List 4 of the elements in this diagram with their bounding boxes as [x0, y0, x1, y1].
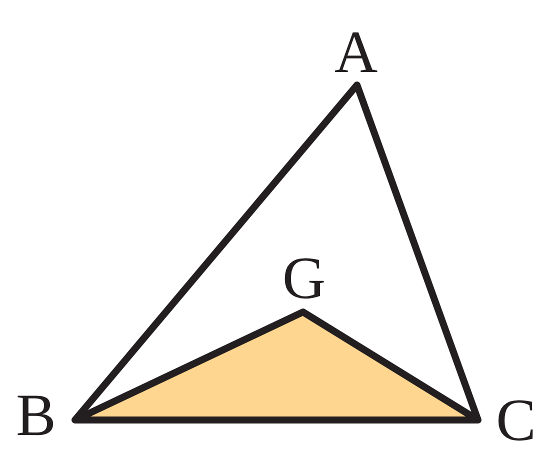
point-label: G: [282, 248, 326, 308]
point-label: B: [16, 385, 56, 445]
point-label: C: [496, 390, 536, 450]
point-label: A: [334, 22, 378, 82]
